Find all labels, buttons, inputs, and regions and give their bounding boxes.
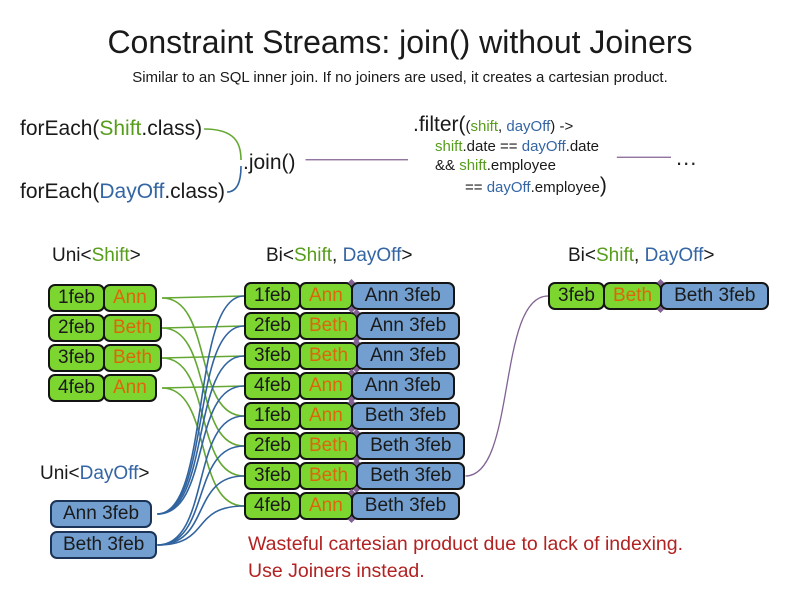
shift-date-cell: 4feb <box>48 374 105 402</box>
filter-close: ) <box>599 174 607 197</box>
connection-shift-0-to-bi-4 <box>162 297 245 417</box>
filter-line-4-tokens: == dayOff.employee <box>465 179 600 196</box>
bi-pair-cell: Ann 3feb <box>350 282 455 310</box>
connection-shift-0-to-bi-0 <box>162 295 245 299</box>
dayoff-row: Ann 3feb <box>50 500 157 528</box>
bi-date-cell: 1feb <box>244 282 301 310</box>
warning-note: Wasteful cartesian product due to lack o… <box>248 531 683 584</box>
connection-dayoff-0-to-bi-0 <box>157 295 245 515</box>
right-pair-cell: Beth 3feb <box>660 282 770 310</box>
shift-date-cell: 1feb <box>48 284 105 312</box>
bi-pair-cell: Ann 3feb <box>350 372 455 400</box>
dayoff-cell: Beth 3feb <box>50 531 158 559</box>
filter-line-2: shift.date == dayOff.date <box>435 138 600 155</box>
connection-foreach-shift-to-join <box>204 128 242 161</box>
filter-line-4: == dayOff.employee) <box>465 174 607 197</box>
shift-name-cell: Beth <box>102 314 163 342</box>
dayoff-cell: Ann 3feb <box>50 500 153 528</box>
filter-line-3: && shift.employee <box>435 157 556 174</box>
dayoff-row: Beth 3feb <box>50 531 158 559</box>
warning-note-line-2: Use Joiners instead. <box>248 559 425 582</box>
connection-bi-6-to-right-0 <box>465 295 549 477</box>
code-filter-block: .filter((shift, dayOff) -> shift.date ==… <box>413 113 607 197</box>
bi-pair-cell: Ann 3feb <box>356 312 461 340</box>
connection-shift-2-to-bi-6 <box>162 357 245 477</box>
right-name-cell: Beth <box>602 282 663 310</box>
bi-date-cell: 2feb <box>244 312 301 340</box>
uni-dayoff-header: Uni<DayOff> <box>40 463 150 484</box>
connection-dayoff-0-to-bi-3 <box>157 385 245 515</box>
bi-date-cell: 3feb <box>244 342 301 370</box>
bi-date-cell: 2feb <box>244 432 301 460</box>
bi-pair-cell: Beth 3feb <box>350 402 461 430</box>
bi-pair-cell: Beth 3feb <box>356 432 466 460</box>
shift-name-cell: Ann <box>102 374 157 402</box>
connection-foreach-dayoff-to-join <box>226 165 242 193</box>
connection-shift-1-to-bi-1 <box>162 325 245 329</box>
bi-name-cell: Ann <box>298 282 353 310</box>
bi-date-cell: 3feb <box>244 462 301 490</box>
bi-pair-cell: Ann 3feb <box>356 342 461 370</box>
bi-right-header: Bi<Shift, DayOff> <box>568 245 715 266</box>
code-foreach-dayoff: forEach(DayOff.class) <box>20 180 226 203</box>
shift-date-cell: 3feb <box>48 344 105 372</box>
bi-pair-cell: Beth 3feb <box>356 462 466 490</box>
code-join-label: .join() <box>243 151 296 174</box>
connection-shift-3-to-bi-7 <box>162 387 245 507</box>
bi-date-cell: 4feb <box>244 492 301 520</box>
bi-name-cell: Ann <box>298 492 353 520</box>
connection-dayoff-0-to-bi-1 <box>157 325 245 515</box>
bi-header: Bi<Shift, DayOff> <box>266 245 413 266</box>
warning-note-line-1: Wasteful cartesian product due to lack o… <box>248 533 684 555</box>
uni-shift-header: Uni<Shift> <box>52 245 141 266</box>
shift-date-cell: 2feb <box>48 314 105 342</box>
connection-dayoff-0-to-bi-2 <box>157 355 245 515</box>
bi-name-cell: Beth <box>298 312 359 340</box>
connection-dayoff-1-to-bi-6 <box>157 475 245 546</box>
connection-dayoff-1-to-bi-5 <box>157 445 245 546</box>
bi-name-cell: Ann <box>298 372 353 400</box>
shift-name-cell: Beth <box>102 344 163 372</box>
connection-dayoff-1-to-bi-4 <box>157 415 245 546</box>
page-title: Constraint Streams: join() without Joine… <box>107 24 693 60</box>
filter-open: .filter( <box>413 113 466 136</box>
connection-dayoff-1-to-bi-7 <box>157 505 245 546</box>
bi-name-cell: Ann <box>298 402 353 430</box>
filter-args: (shift, dayOff) -> <box>465 118 574 135</box>
code-ellipsis: ... <box>676 145 698 170</box>
subtitle: Similar to an SQL inner join. If no join… <box>132 69 668 86</box>
bi-name-cell: Beth <box>298 342 359 370</box>
bi-date-cell: 4feb <box>244 372 301 400</box>
bi-name-cell: Beth <box>298 462 359 490</box>
shift-name-cell: Ann <box>102 284 157 312</box>
bi-pair-cell: Beth 3feb <box>350 492 461 520</box>
code-foreach-shift: forEach(Shift.class) <box>20 117 203 140</box>
bi-name-cell: Beth <box>298 432 359 460</box>
bi-date-cell: 1feb <box>244 402 301 430</box>
right-date-cell: 3feb <box>548 282 605 310</box>
filter-line-1: .filter((shift, dayOff) -> <box>413 113 607 136</box>
